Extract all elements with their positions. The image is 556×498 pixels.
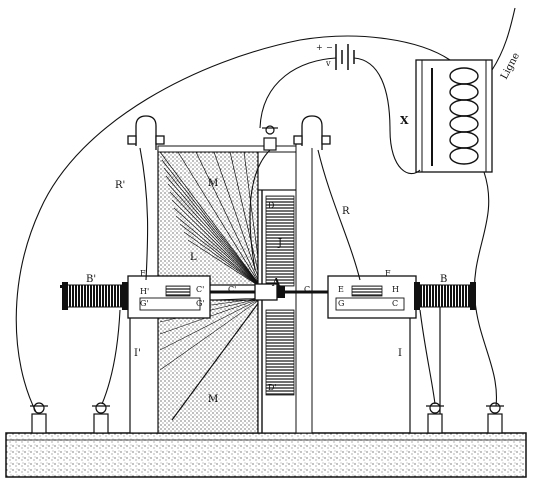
- label-g-prime-1: G': [140, 299, 149, 308]
- label-c-right: C: [392, 299, 398, 308]
- battery: [335, 44, 355, 70]
- binding-post-3: [426, 402, 444, 434]
- label-c-prime-arm: C': [228, 285, 236, 294]
- label-e: E: [338, 285, 344, 294]
- binding-post-2: [92, 402, 110, 434]
- label-r-prime: R': [115, 180, 125, 191]
- label-a: A: [271, 276, 281, 289]
- induction-coil-x: [415, 59, 493, 173]
- label-m-bottom: M: [208, 394, 218, 405]
- label-f-prime: F': [140, 269, 148, 278]
- label-m-top: M: [208, 178, 218, 189]
- base-board: [5, 432, 527, 478]
- label-g-prime-2: G': [196, 299, 205, 308]
- label-g-right: G: [338, 299, 344, 308]
- top-binding-screw: [262, 125, 278, 151]
- label-x: X: [400, 114, 409, 127]
- label-i: I: [398, 348, 402, 359]
- label-v: v: [325, 59, 331, 68]
- right-coil-box: [327, 275, 417, 319]
- label-b: B: [440, 274, 447, 285]
- label-battery-minus: −: [326, 43, 333, 52]
- label-r: R: [342, 206, 350, 217]
- label-d-prime: D': [268, 383, 277, 392]
- label-battery-plus: +: [316, 43, 323, 52]
- label-h-prime: H': [140, 287, 149, 296]
- binding-post-1: [30, 402, 48, 434]
- left-hook-terminal: [127, 115, 165, 150]
- label-j: J: [277, 238, 282, 249]
- label-c-prime-box: C': [196, 285, 204, 294]
- right-solenoid: [414, 282, 476, 310]
- central-column: [257, 189, 299, 434]
- label-d: D: [268, 201, 274, 210]
- binding-post-4: [486, 402, 504, 434]
- right-hook-terminal: [293, 115, 331, 150]
- label-l: L: [190, 252, 197, 263]
- label-f: F: [385, 269, 391, 278]
- label-c-arm: C: [304, 285, 310, 294]
- left-solenoid: [62, 282, 128, 310]
- label-b-prime: B': [86, 274, 96, 285]
- wires: [15, 7, 516, 413]
- left-coil-box: [127, 275, 211, 319]
- line-fan-upper: [159, 151, 263, 289]
- label-i-prime: I': [134, 348, 141, 359]
- label-h: H: [392, 285, 399, 294]
- label-ligne: Ligne: [499, 51, 522, 81]
